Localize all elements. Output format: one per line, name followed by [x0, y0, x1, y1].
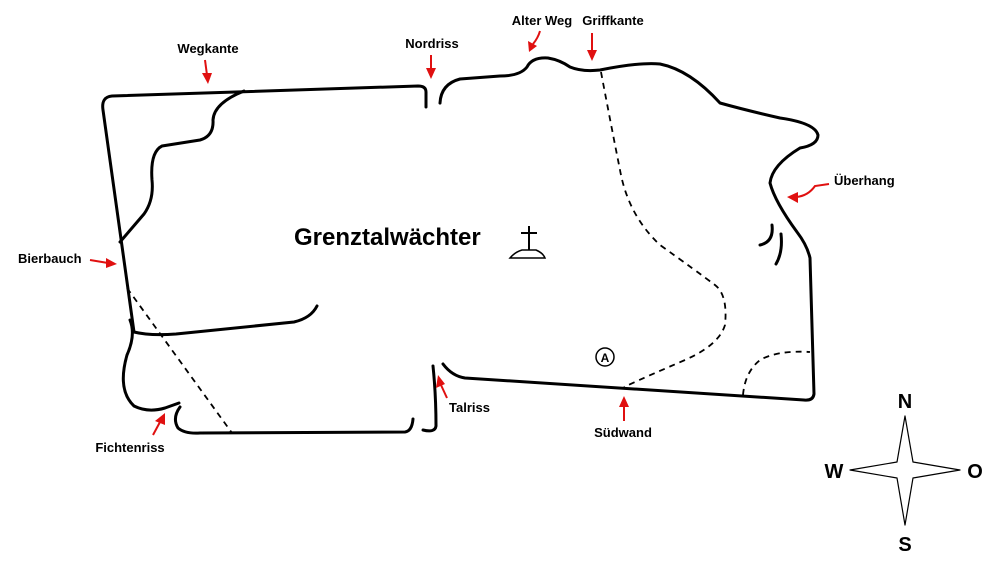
overhang-feature: [758, 223, 774, 247]
compass-south: S: [898, 534, 911, 556]
label-wegkante: Wegkante: [177, 41, 238, 56]
summit-cross-icon: [508, 226, 547, 259]
southwest-spur: [121, 318, 181, 412]
arrow-griffkante: [587, 33, 597, 61]
arrow-talriss: [436, 375, 448, 399]
arrow-alter-weg: [528, 30, 541, 52]
marker-a: A: [595, 347, 615, 367]
label-suedwand: Südwand: [594, 425, 652, 440]
rock-outline: [101, 56, 820, 435]
marker-a-text: A: [601, 351, 610, 365]
arrow-wegkante: [202, 59, 212, 84]
route-labels: Wegkante Nordriss Alter Weg Griffkante Ü…: [18, 13, 895, 455]
north-edge-west: [101, 84, 428, 334]
arrow-suedwand: [619, 396, 629, 421]
arrow-bierbauch: [89, 258, 117, 268]
label-alter-weg: Alter Weg: [512, 13, 572, 28]
southeast-corner-route: [742, 350, 811, 396]
south-edge-west: [173, 405, 415, 435]
compass-west: W: [825, 461, 844, 483]
label-talriss: Talriss: [449, 400, 490, 415]
compass-north: N: [898, 391, 912, 413]
north-edge-east: [438, 56, 820, 402]
compass-rose-icon: N S W O: [825, 391, 983, 556]
map-title: Grenztalwächter: [294, 224, 481, 251]
label-fichtenriss: Fichtenriss: [95, 440, 164, 455]
talriss-pillar: [421, 364, 438, 433]
label-ueberhang: Überhang: [834, 173, 895, 188]
arrow-ueberhang: [787, 183, 830, 203]
label-bierbauch: Bierbauch: [18, 251, 82, 266]
compass-east: O: [967, 461, 983, 483]
overhang-feature-lower: [774, 232, 783, 266]
label-nordriss: Nordriss: [405, 36, 458, 51]
pointer-arrows: [89, 30, 830, 436]
griffkante-route: [600, 71, 727, 388]
fichtenriss-route: [126, 287, 233, 434]
arrow-fichtenriss: [152, 413, 165, 436]
routes: [126, 71, 811, 434]
ledge-line: [132, 304, 319, 337]
label-griffkante: Griffkante: [582, 13, 643, 28]
arrow-nordriss: [426, 55, 436, 79]
inner-ridge-line: [118, 89, 246, 244]
